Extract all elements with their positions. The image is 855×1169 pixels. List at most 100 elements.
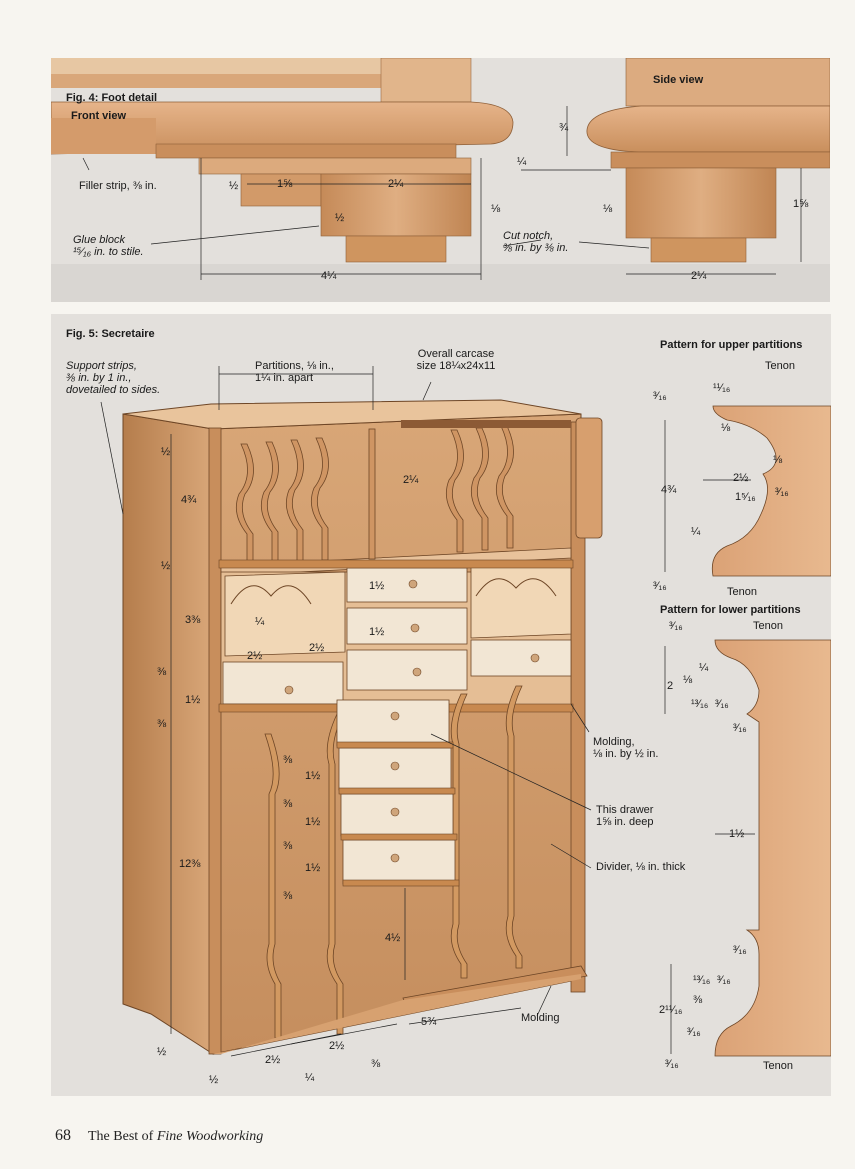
dim-half-2: ½ [161, 560, 171, 572]
cut-notch-label: Cut notch, [503, 230, 554, 242]
dim-2-quarter-side: 2¼ [691, 270, 707, 282]
lower-dim-13-16-a: ¹³⁄₁₆ [691, 698, 709, 710]
dim-2h-cell-l: 2½ [247, 650, 263, 662]
lower-dim-3-16-a: ³⁄₁₆ [669, 620, 683, 632]
secretaire-figure: Fig. 5: Secretaire Support strips, ⅜ in.… [51, 314, 831, 1096]
lower-pattern-title: Pattern for lower partitions [660, 604, 801, 616]
dim-3e-c: ⅜ [283, 840, 293, 852]
lower-dim-13-16-b: ¹³⁄₁₆ [693, 974, 711, 986]
upper-dim-1-8-b: ⅛ [773, 454, 783, 466]
dim-1-5-8: 1⅝ [277, 178, 293, 190]
publication-title: The Best of Fine Woodworking [88, 1129, 263, 1145]
dim-3e-a: ⅜ [283, 754, 293, 766]
dim-half-1: ½ [161, 446, 171, 458]
upper-dim-4-3q: 4¾ [661, 484, 677, 496]
dim-1h-dr2: 1½ [369, 626, 385, 638]
overall-carcase-label: Overall carcase [417, 348, 495, 360]
secretaire-drawing [100, 366, 831, 1057]
molding-size: ⅛ in. by ½ in. [593, 748, 659, 760]
dim-2h-bot2: 2½ [329, 1040, 345, 1052]
molding-label: Molding, [593, 736, 635, 748]
dim-3e-d: ⅜ [283, 890, 293, 902]
partitions-spacing: 1¼ in. apart [255, 372, 314, 384]
dim-eighth-side: ⅛ [603, 203, 613, 215]
lower-dim-3-16-e: ³⁄₁₆ [717, 974, 731, 986]
support-strips-label: Support strips, [66, 360, 137, 372]
dim-3-3e: 3⅜ [185, 614, 201, 626]
lower-dim-3-16-b: ³⁄₁₆ [715, 698, 729, 710]
foot-detail-title: Fig. 4: Foot detail [66, 92, 158, 104]
dim-quarter: ¼ [517, 156, 527, 168]
dim-3e-b: ⅜ [283, 798, 293, 810]
molding-bottom-label: Molding [521, 1012, 560, 1024]
side-view-label: Side view [653, 74, 704, 86]
upper-tenon-bottom: Tenon [727, 586, 757, 598]
upper-dim-2h: 2½ [733, 472, 749, 484]
lower-dim-1-8: ⅛ [683, 674, 693, 686]
dim-half-bot2: ½ [209, 1074, 219, 1086]
dim-2q-mid: 2¼ [403, 474, 419, 486]
dim-4-3q: 4¾ [181, 494, 197, 506]
dim-3e-1: ⅜ [157, 666, 167, 678]
dim-half-bot: ½ [157, 1046, 167, 1058]
lower-dim-3-16-f: ³⁄₁₆ [687, 1026, 701, 1038]
dim-eighth-front: ⅛ [491, 203, 501, 215]
overall-carcase-size: size 18¼x24x11 [416, 360, 496, 372]
lower-dim-3-8: ⅜ [693, 994, 703, 1006]
dim-4h: 4½ [385, 932, 401, 944]
dim-2-quarter-front: 2¼ [388, 178, 404, 190]
lower-dim-1h: 1½ [729, 828, 745, 840]
front-view-label: Front view [71, 110, 127, 122]
dim-three-quarter: ¾ [559, 122, 569, 134]
lower-dim-3-16-g: ³⁄₁₆ [665, 1058, 679, 1070]
upper-dim-11-16: ¹¹⁄₁₆ [713, 382, 731, 394]
dim-1h-c: 1½ [305, 862, 321, 874]
dim-1-5-8-side: 1⅝ [793, 198, 809, 210]
secretaire-title: Fig. 5: Secretaire [66, 328, 155, 340]
foot-detail-figure: Fig. 4: Foot detail Front view Side view… [51, 58, 830, 302]
filler-strip-label: Filler strip, ⅜ in. [79, 180, 157, 192]
dim-half-b: ½ [335, 212, 345, 224]
lower-tenon-bottom: Tenon [763, 1060, 793, 1072]
publication-title-italic: Fine Woodworking [156, 1129, 264, 1144]
dim-2h-cell-r: 2½ [309, 642, 325, 654]
upper-pattern-title: Pattern for upper partitions [660, 339, 803, 351]
lower-dim-3-16-c: ³⁄₁₆ [733, 722, 747, 734]
dim-quarter-cell: ¼ [255, 616, 265, 628]
support-strips-note: dovetailed to sides. [66, 384, 161, 396]
glue-block-note: ¹⁵⁄₁₆ in. to stile. [73, 246, 144, 258]
dim-1h-b: 1½ [305, 816, 321, 828]
dim-5-3q: 5¾ [421, 1016, 437, 1028]
lower-dim-3-16-d: ³⁄₁₆ [733, 944, 747, 956]
drawer-depth: 1⅝ in. deep [596, 816, 654, 828]
lower-tenon-top: Tenon [753, 620, 783, 632]
dim-half-a: ½ [229, 180, 239, 192]
dim-1h-a: 1½ [305, 770, 321, 782]
lower-dim-2: 2 [667, 680, 674, 692]
dim-12-3e: 12⅜ [179, 858, 201, 870]
partitions-label: Partitions, ⅛ in., [255, 360, 334, 372]
dim-1h-1: 1½ [185, 694, 201, 706]
drawer-label: This drawer [596, 804, 654, 816]
dim-4-quarter: 4¼ [321, 270, 337, 282]
lower-dim-2-11-16: 2¹¹⁄₁₆ [659, 1004, 683, 1016]
upper-dim-3-16-b: ³⁄₁₆ [775, 486, 789, 498]
divider-label: Divider, ⅛ in. thick [596, 861, 686, 873]
dim-3e-bot: ⅜ [371, 1058, 381, 1070]
page-number: 68 [55, 1127, 71, 1144]
upper-dim-1-5-16: 1⁵⁄₁₆ [735, 491, 756, 503]
dim-1h-dr1: 1½ [369, 580, 385, 592]
upper-dim-3-16-a: ³⁄₁₆ [653, 390, 667, 402]
dim-quarter-bot: ¼ [305, 1072, 315, 1084]
upper-dim-1-4: ¼ [691, 526, 701, 538]
foot-detail-drawing [51, 58, 830, 302]
upper-dim-3-16-c: ³⁄₁₆ [653, 580, 667, 592]
upper-tenon-top: Tenon [765, 360, 795, 372]
upper-dim-1-8-a: ⅛ [721, 422, 731, 434]
lower-dim-1-4: ¼ [699, 662, 709, 674]
glue-block-label: Glue block [73, 234, 125, 246]
publication-title-prefix: The Best of [88, 1129, 157, 1144]
support-strips-size: ⅜ in. by 1 in., [66, 372, 132, 384]
cut-notch-size: ⅜ in. by ⅜ in. [503, 242, 569, 254]
dim-2h-bot1: 2½ [265, 1054, 281, 1066]
